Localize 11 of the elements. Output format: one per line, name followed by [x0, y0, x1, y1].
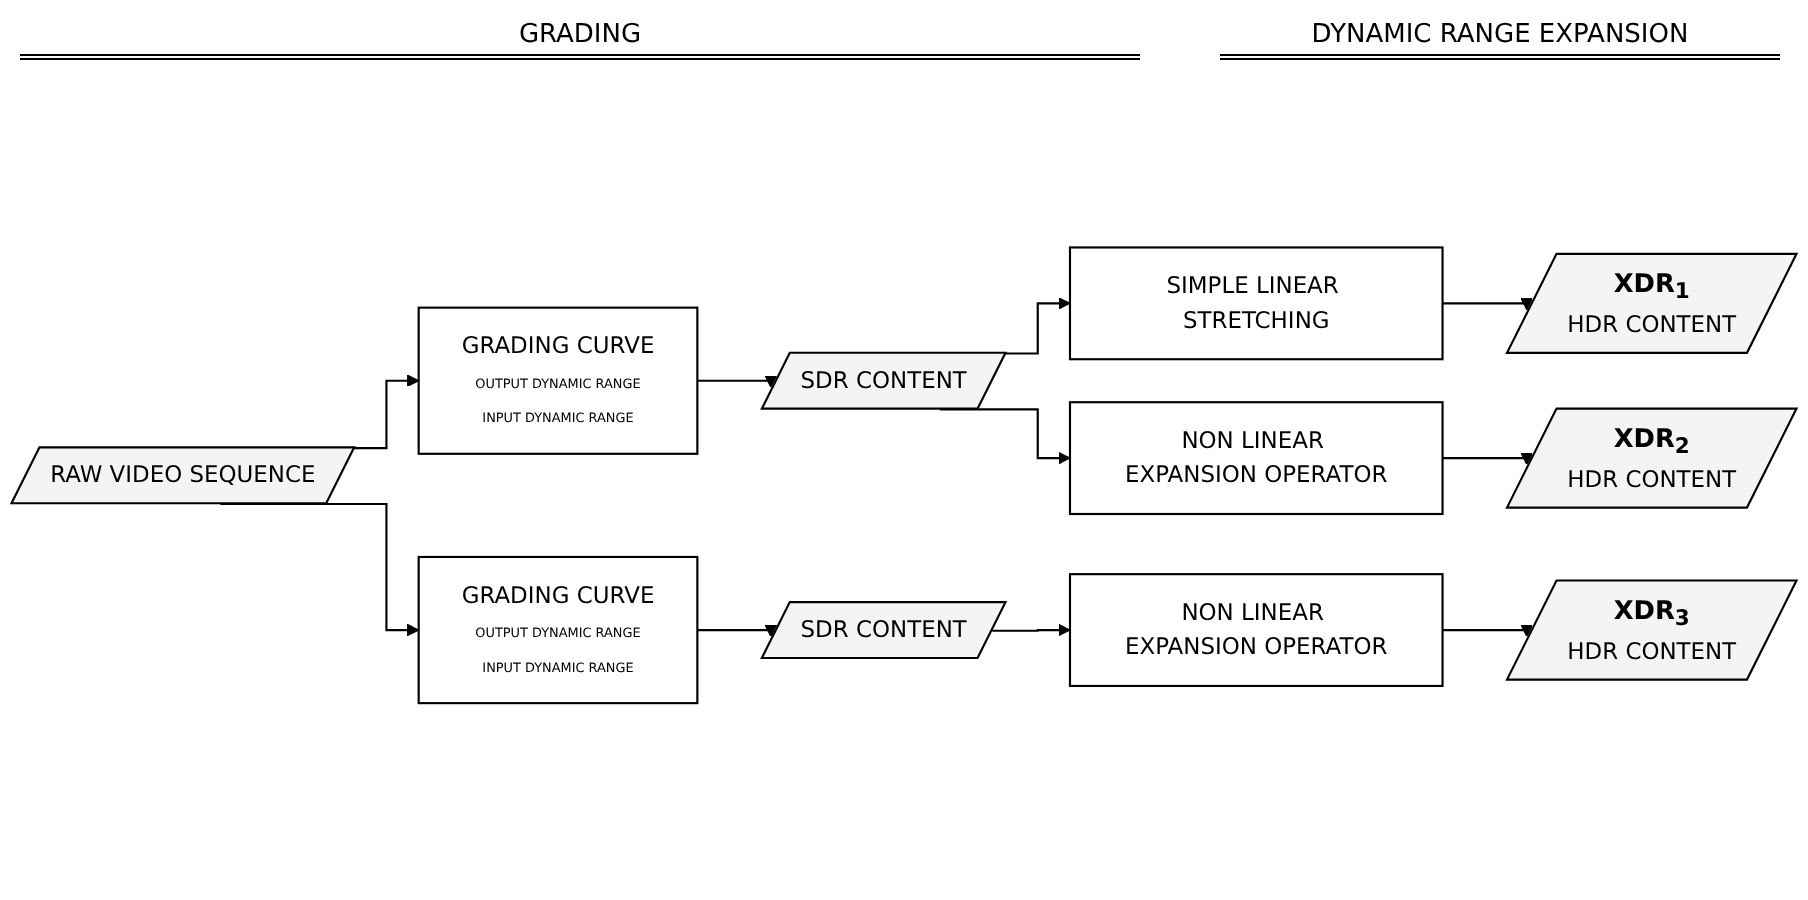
arrow	[1442, 297, 1534, 310]
section-heading: DYNAMIC RANGE EXPANSION	[1220, 20, 1780, 60]
node-box: NON LINEAR EXPANSION OPERATOR	[1068, 400, 1444, 515]
arrow	[1442, 624, 1534, 637]
node-box: SIMPLE LINEAR STRETCHING	[1068, 246, 1444, 360]
arrow	[992, 623, 1071, 637]
node-box: NON LINEAR EXPANSION OPERATOR	[1068, 572, 1444, 687]
arrow	[697, 624, 778, 637]
arrow	[1442, 452, 1534, 465]
section-heading: GRADING	[20, 20, 1140, 60]
arrow	[697, 374, 778, 388]
